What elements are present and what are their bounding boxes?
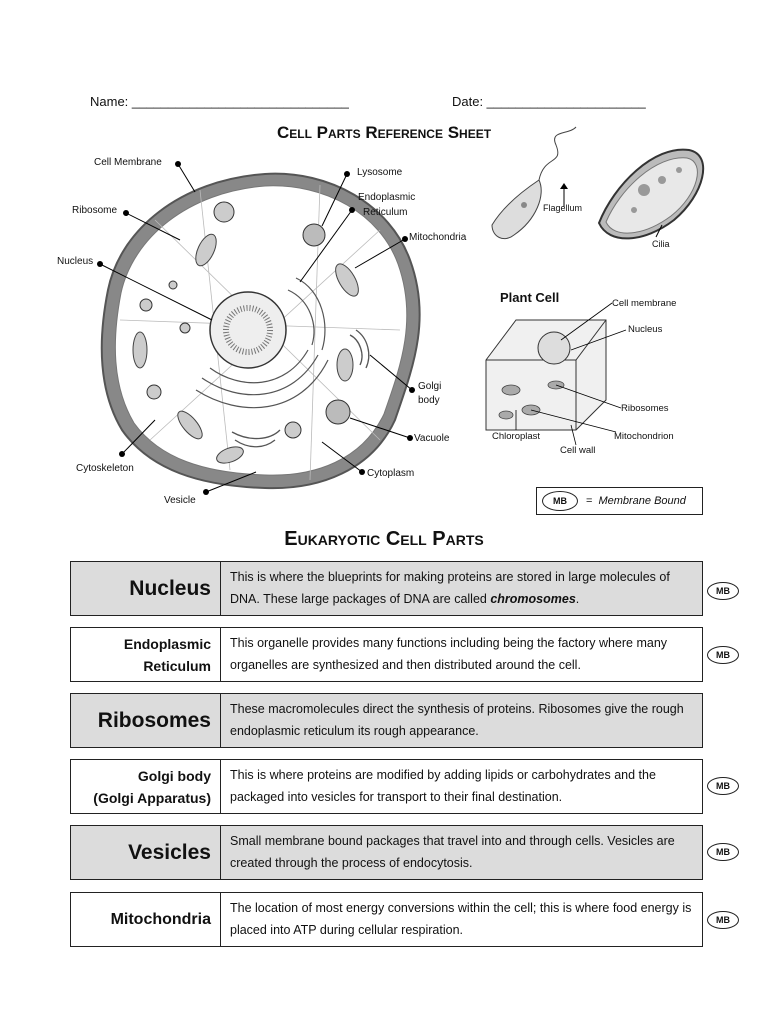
plant-label-ribosomes: Ribosomes	[621, 403, 669, 414]
protist-diagram	[491, 126, 705, 240]
term-mitochondria: Mitochondria	[71, 893, 221, 946]
date-field[interactable]: Date: ______________________	[452, 94, 646, 109]
label-vacuole: Vacuole	[414, 433, 450, 444]
cell-part-row-nucleus: Nucleus This is where the blueprints for…	[70, 561, 703, 616]
label-cytoskeleton: Cytoskeleton	[76, 463, 134, 474]
label-cell-membrane: Cell Membrane	[94, 157, 162, 168]
section-title: Eukaryotic Cell Parts	[284, 528, 484, 550]
label-lysosome: Lysosome	[357, 167, 403, 178]
cell-part-row-golgi: Golgi body(Golgi Apparatus) This is wher…	[70, 759, 703, 814]
plant-label-cell-wall: Cell wall	[560, 445, 596, 456]
term-vesicles: Vesicles	[71, 826, 221, 879]
label-er-line1: Endoplasmic	[358, 192, 416, 203]
cell-part-row-vesicles: Vesicles Small membrane bound packages t…	[70, 825, 703, 880]
term-ribosomes: Ribosomes	[71, 694, 221, 747]
plant-cell-title: Plant Cell	[500, 290, 560, 305]
plant-label-chloroplast: Chloroplast	[492, 431, 541, 442]
cell-part-row-ribosomes: Ribosomes These macromolecules direct th…	[70, 693, 703, 748]
name-field[interactable]: Name: ______________________________	[90, 94, 349, 109]
desc-mitochondria: The location of most energy conversions …	[230, 901, 692, 937]
label-golgi-line2: body	[418, 395, 440, 406]
label-cytoplasm: Cytoplasm	[367, 468, 415, 479]
label-ribosome: Ribosome	[72, 205, 118, 216]
membrane-bound-legend: MB = Membrane Bound	[536, 487, 703, 515]
legend-equals: =	[586, 495, 593, 507]
mb-badge: MB	[542, 491, 578, 511]
plant-cell-diagram	[485, 302, 627, 446]
cell-part-row-mitochondria: Mitochondria The location of most energy…	[70, 892, 703, 947]
animal-cell-diagram	[97, 161, 421, 495]
label-vesicle: Vesicle	[164, 495, 196, 506]
mb-badge-golgi: MB	[707, 777, 739, 795]
mb-badge-er: MB	[707, 646, 739, 664]
plant-label-nucleus: Nucleus	[628, 324, 663, 335]
label-golgi-line1: Golgi	[418, 381, 442, 392]
desc-golgi: This is where proteins are modified by a…	[230, 768, 656, 804]
desc-ribosomes: These macromolecules direct the synthesi…	[230, 702, 684, 738]
label-cilia: Cilia	[652, 239, 670, 249]
desc-vesicles: Small membrane bound packages that trave…	[230, 834, 675, 870]
plant-label-cell-membrane: Cell membrane	[612, 298, 677, 309]
desc-nucleus: This is where the blueprints for making …	[230, 570, 670, 606]
mb-badge-mitochondria: MB	[707, 911, 739, 929]
plant-label-mitochondrion: Mitochondrion	[614, 431, 674, 442]
label-nucleus: Nucleus	[57, 256, 94, 267]
label-er-line2: Reticulum	[363, 207, 408, 218]
mb-badge-vesicles: MB	[707, 843, 739, 861]
label-mitochondria: Mitochondria	[409, 232, 467, 243]
page-title: Cell Parts Reference Sheet	[276, 123, 492, 142]
term-nucleus: Nucleus	[71, 562, 221, 615]
term-golgi: Golgi body(Golgi Apparatus)	[71, 760, 221, 813]
label-flagellum: Flagellum	[543, 203, 583, 213]
desc-er: This organelle provides many functions i…	[230, 636, 668, 672]
legend-text: Membrane Bound	[598, 495, 686, 507]
mb-badge-nucleus: MB	[707, 582, 739, 600]
